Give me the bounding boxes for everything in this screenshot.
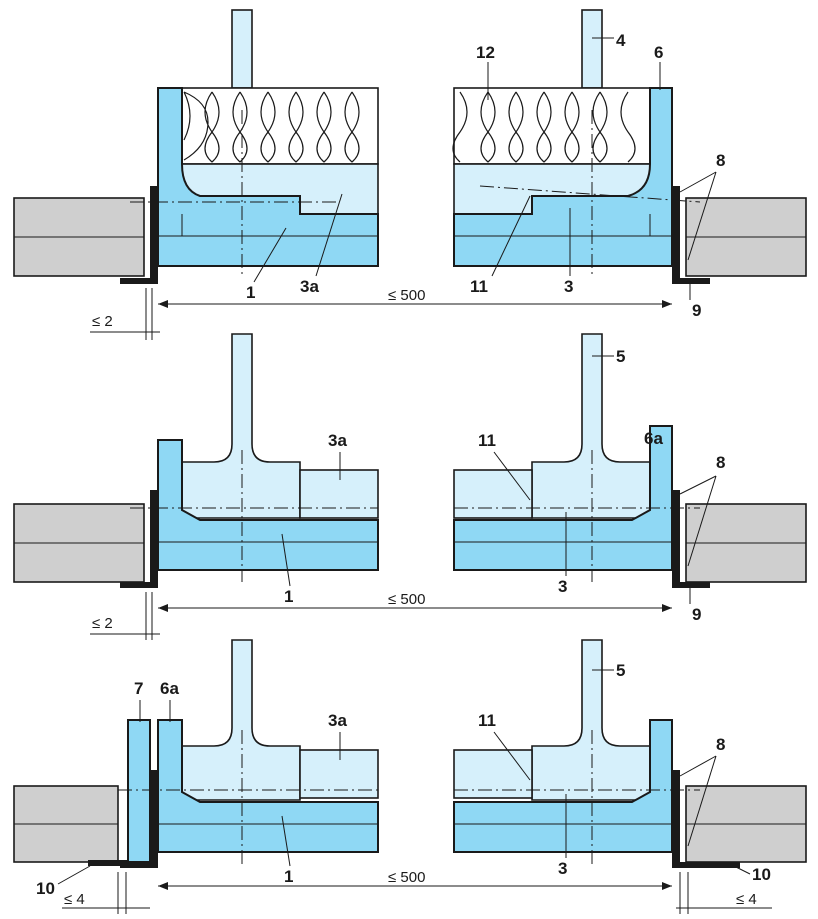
frame-profile-right-3 bbox=[453, 719, 673, 853]
glazing-3a-left-2 bbox=[299, 469, 379, 519]
seal-angle-left bbox=[120, 186, 158, 284]
label-3-middle: 3 bbox=[558, 577, 567, 596]
section-bottom: ≤ 500 ≤ 4 ≤ 4 7 6a 5 3a 11 8 1 3 10 10 bbox=[13, 639, 807, 914]
frame-profile-left-2 bbox=[157, 439, 379, 571]
label-5-bottom: 5 bbox=[616, 661, 625, 680]
section-top: ≤ 500 ≤ 2 4 12 6 8 1 3a 11 3 9 bbox=[13, 9, 807, 340]
frame-profile-right-2 bbox=[453, 425, 673, 571]
section-middle: ≤ 500 ≤ 2 5 3a 11 6a 8 1 3 9 bbox=[13, 333, 807, 640]
seal-gasket-10-left bbox=[88, 860, 128, 866]
label-9-middle: 9 bbox=[692, 605, 701, 624]
label-5-middle: 5 bbox=[616, 347, 625, 366]
seal-angle-right-2 bbox=[672, 490, 710, 588]
infill-bar-left bbox=[231, 9, 253, 89]
dimension-gap-bottom-left: ≤ 4 bbox=[64, 891, 85, 908]
label-8-bottom: 8 bbox=[716, 735, 725, 754]
glazing-3a-right-2 bbox=[453, 469, 533, 519]
label-6a-bottom: 6a bbox=[160, 679, 179, 698]
label-1-middle: 1 bbox=[284, 587, 293, 606]
seal-angle-left-3 bbox=[120, 770, 158, 868]
label-1-bottom: 1 bbox=[284, 867, 293, 886]
label-9-top: 9 bbox=[692, 301, 701, 320]
label-10-right: 10 bbox=[752, 865, 771, 884]
label-4: 4 bbox=[616, 31, 626, 50]
label-11-bottom: 11 bbox=[478, 711, 496, 730]
t-bar-right-3 bbox=[531, 639, 651, 801]
seal-angle-right bbox=[672, 186, 710, 284]
label-3a-top: 3a bbox=[300, 277, 319, 296]
label-3a-bottom: 3a bbox=[328, 711, 347, 730]
label-3-bottom: 3 bbox=[558, 859, 567, 878]
dimension-span-middle: ≤ 500 bbox=[388, 591, 425, 608]
frame-profile-left-3 bbox=[157, 719, 379, 853]
t-bar-left-3 bbox=[181, 639, 301, 801]
insulation-right bbox=[453, 87, 651, 165]
frame-profile-7 bbox=[127, 719, 151, 863]
label-6: 6 bbox=[654, 43, 663, 62]
label-3a-middle: 3a bbox=[328, 431, 347, 450]
frame-profile-right bbox=[453, 87, 673, 267]
infill-bar-right bbox=[581, 9, 603, 89]
label-10-left: 10 bbox=[36, 879, 55, 898]
dimension-span-top: ≤ 500 bbox=[388, 287, 425, 304]
dimension-span-bottom: ≤ 500 bbox=[388, 869, 425, 886]
seal-angle-right-3 bbox=[672, 770, 740, 868]
dimension-gap-bottom-right: ≤ 4 bbox=[736, 891, 757, 908]
glazing-3a-left-3 bbox=[299, 749, 379, 799]
label-6a-middle: 6a bbox=[644, 429, 663, 448]
t-bar-left bbox=[181, 333, 301, 519]
label-12: 12 bbox=[476, 43, 495, 62]
label-7: 7 bbox=[134, 679, 143, 698]
label-8-middle: 8 bbox=[716, 453, 725, 472]
label-3-top: 3 bbox=[564, 277, 573, 296]
label-1-top: 1 bbox=[246, 283, 255, 302]
dimension-gap-middle: ≤ 2 bbox=[92, 615, 113, 632]
label-11-top: 11 bbox=[470, 277, 488, 296]
label-11-middle: 11 bbox=[478, 431, 496, 450]
frame-profile-left bbox=[157, 87, 379, 267]
glazing-3a-right-3 bbox=[453, 749, 533, 799]
dimension-gap-top: ≤ 2 bbox=[92, 313, 113, 330]
t-bar-right bbox=[531, 333, 651, 519]
label-8-top: 8 bbox=[716, 151, 725, 170]
seal-angle-left-2 bbox=[120, 490, 158, 588]
